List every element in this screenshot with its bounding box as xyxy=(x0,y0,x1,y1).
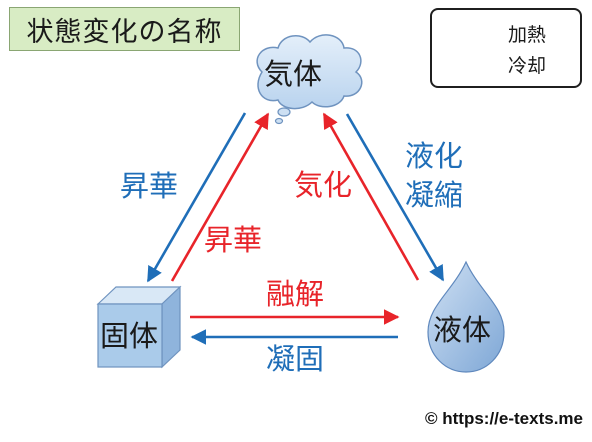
melting-label: 融解 xyxy=(266,277,325,311)
liquid-label: 液体 xyxy=(433,313,492,347)
page-title: 状態変化の名称 xyxy=(26,16,223,48)
title-box: 状態変化の名称 xyxy=(9,7,240,51)
gas-cloud-icon xyxy=(256,34,363,125)
condensation-label: 凝縮 xyxy=(405,178,464,212)
arrow-gas-to-liquid-condensation xyxy=(345,113,445,282)
vaporization-label: 気化 xyxy=(294,168,353,202)
arrow-gas-to-solid-sublimation xyxy=(146,112,247,283)
arrow-solid-to-gas-sublimation xyxy=(170,112,270,282)
copyright-notice: © https://e-texts.me xyxy=(425,409,583,428)
legend-heating-label: 加熱 xyxy=(508,24,547,46)
solid-label: 固体 xyxy=(100,319,159,353)
liquid-drop-icon xyxy=(427,260,505,373)
solid-cube-icon xyxy=(96,285,182,369)
gas-label: 気体 xyxy=(264,57,323,91)
sublimation-deposition-label: 昇華 xyxy=(120,169,179,203)
freezing-label: 凝固 xyxy=(266,342,325,376)
liquefaction-label: 液化 xyxy=(405,139,464,173)
arrow-liquid-to-gas-vaporization xyxy=(322,112,420,281)
legend: 加熱 冷却 xyxy=(430,8,582,88)
legend-cooling-label: 冷却 xyxy=(508,55,547,77)
sublimation-label: 昇華 xyxy=(204,223,263,257)
